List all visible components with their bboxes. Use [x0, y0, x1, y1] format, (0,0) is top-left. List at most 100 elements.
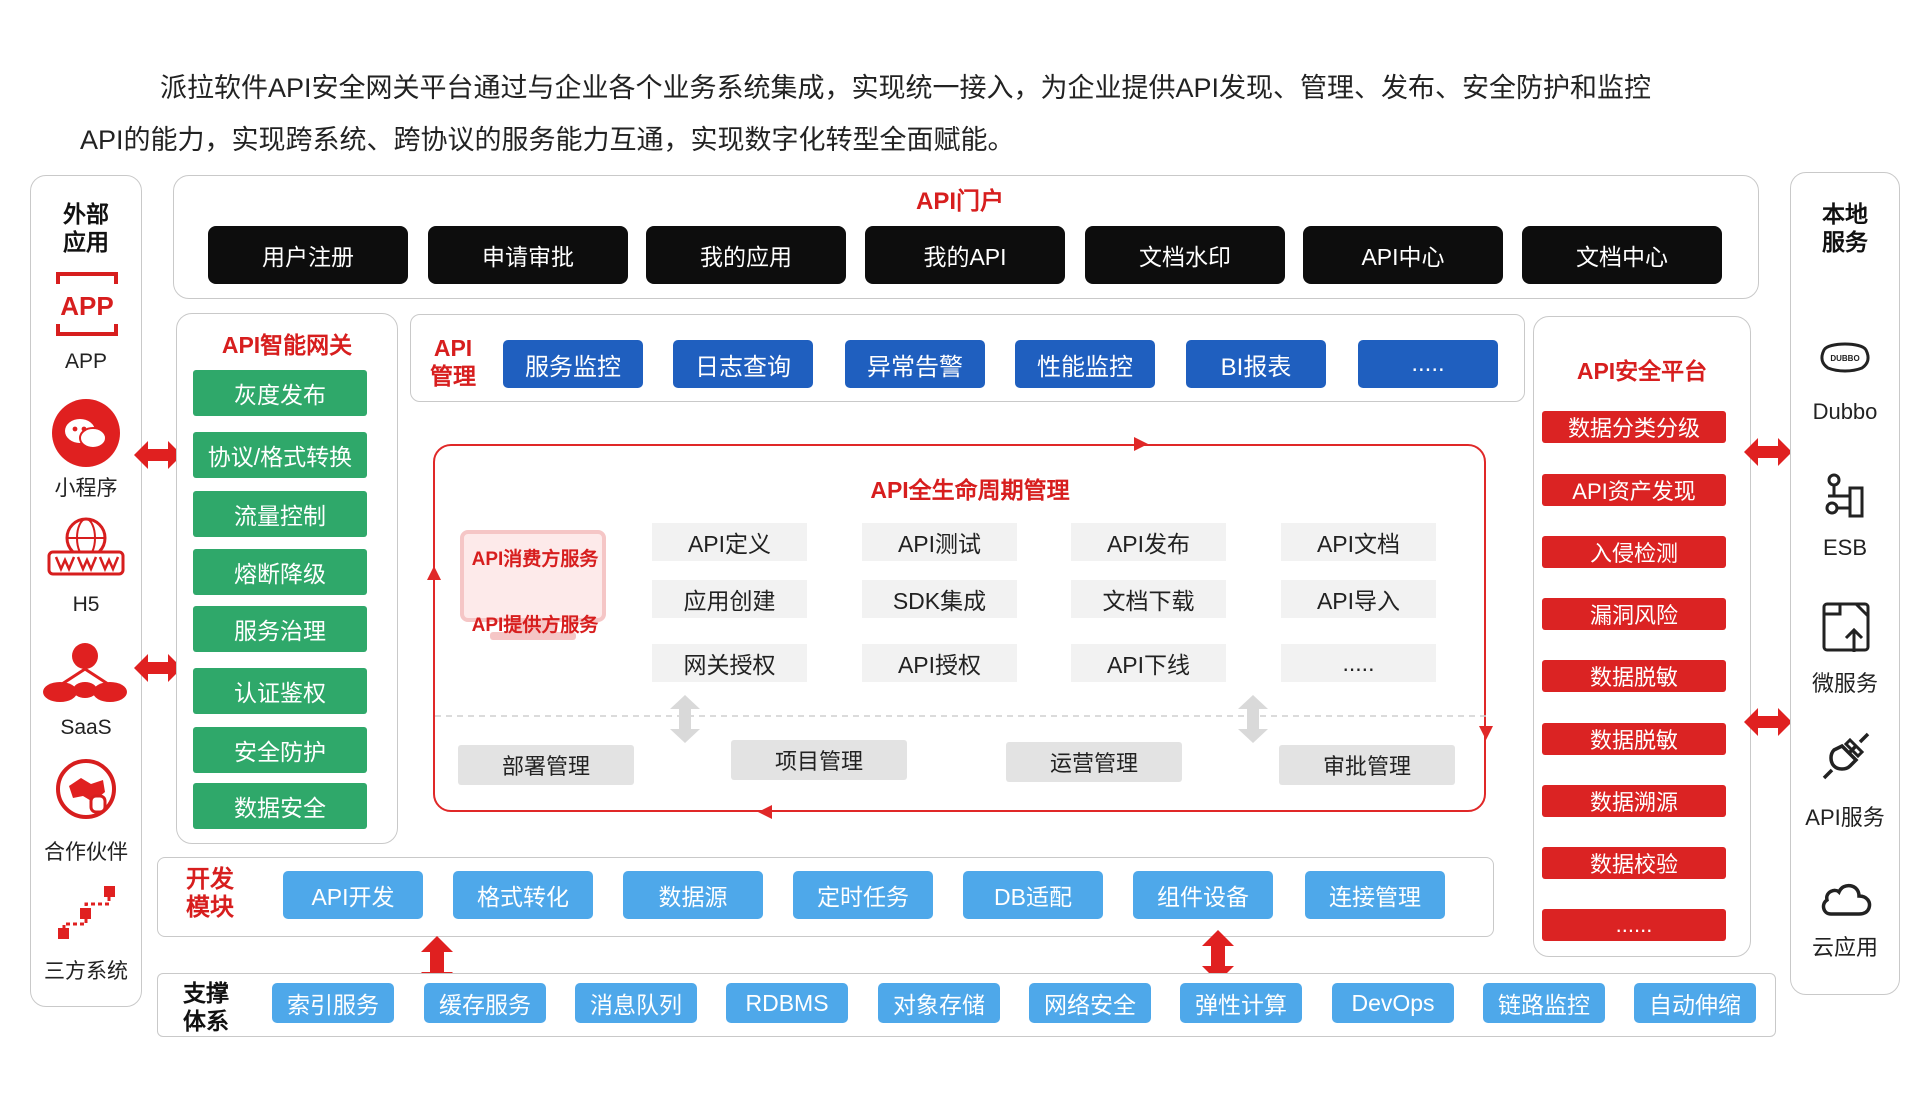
gateway-item-auth[interactable]: 认证鉴权: [193, 668, 367, 714]
lifecycle-api-auth[interactable]: API授权: [862, 644, 1017, 682]
lifecycle-sdk-integrate[interactable]: SDK集成: [862, 580, 1017, 618]
external-item-h5: H5: [72, 593, 100, 616]
security-item-data-masking-2[interactable]: 数据脱敏: [1542, 723, 1726, 755]
local-item-cloud-app: 云应用: [1811, 935, 1878, 960]
security-item-data-masking-1[interactable]: 数据脱敏: [1542, 660, 1726, 692]
lifecycle-api-offline[interactable]: API下线: [1071, 644, 1226, 682]
support-button-cache[interactable]: 缓存服务: [424, 983, 546, 1023]
portal-button-my-apps[interactable]: 我的应用: [646, 226, 846, 284]
lifecycle-app-create[interactable]: 应用创建: [652, 580, 807, 618]
external-item-app: APP: [64, 350, 108, 373]
support-button-index[interactable]: 索引服务: [272, 983, 394, 1023]
support-button-trace-monitor[interactable]: 链路监控: [1483, 983, 1605, 1023]
management-button-exception-alert[interactable]: 异常告警: [845, 340, 985, 388]
security-item-vulnerability[interactable]: 漏洞风险: [1542, 598, 1726, 630]
support-system-title: 支撑体系: [183, 980, 229, 1034]
dev-module-title: 开发模块: [186, 866, 234, 921]
external-item-third-party: 三方系统: [44, 960, 128, 983]
support-button-object-storage[interactable]: 对象存储: [878, 983, 1000, 1023]
consumer-service-label: API消费方服务: [471, 549, 599, 570]
dev-button-connection-manage[interactable]: 连接管理: [1305, 871, 1445, 919]
portal-button-doc-center[interactable]: 文档中心: [1522, 226, 1722, 284]
lifecycle-api-import[interactable]: API导入: [1281, 580, 1436, 618]
portal-button-user-register[interactable]: 用户注册: [208, 226, 408, 284]
api-security-title: API安全平台: [1576, 358, 1708, 384]
portal-button-my-api[interactable]: 我的API: [865, 226, 1065, 284]
vertical-arrow-right: [1202, 930, 1234, 982]
security-item-data-classify[interactable]: 数据分类分级: [1542, 411, 1726, 443]
support-button-elastic-compute[interactable]: 弹性计算: [1180, 983, 1302, 1023]
lifecycle-gateway-auth[interactable]: 网关授权: [652, 644, 807, 682]
h5-globe-icon: [46, 512, 126, 578]
intro-text: 派拉软件API安全网关平台通过与企业各个业务系统集成，实现统一接入，为企业提供A…: [80, 62, 1840, 166]
dev-button-scheduled-task[interactable]: 定时任务: [793, 871, 933, 919]
security-item-more[interactable]: ......: [1542, 909, 1726, 941]
security-item-data-tracing[interactable]: 数据溯源: [1542, 785, 1726, 817]
security-item-intrusion-detect[interactable]: 入侵检测: [1542, 536, 1726, 568]
dev-button-db-adapt[interactable]: DB适配: [963, 871, 1103, 919]
api-portal-title: API门户: [915, 188, 1004, 215]
security-item-asset-discovery[interactable]: API资产发现: [1542, 474, 1726, 506]
portal-button-doc-watermark[interactable]: 文档水印: [1085, 226, 1285, 284]
saas-icon: [42, 638, 128, 704]
local-item-api-service: API服务: [1805, 805, 1885, 830]
monitor-icon: [460, 530, 606, 640]
lifecycle-project-manage[interactable]: 项目管理: [731, 740, 907, 780]
mini-program-icon: [51, 398, 121, 468]
lifecycle-arrows: [427, 437, 1493, 819]
lifecycle-more[interactable]: .....: [1281, 644, 1436, 682]
external-apps-panel: [30, 175, 142, 1007]
lifecycle-api-publish[interactable]: API发布: [1071, 523, 1226, 561]
dev-button-component-device[interactable]: 组件设备: [1133, 871, 1273, 919]
management-button-bi-report[interactable]: BI报表: [1186, 340, 1326, 388]
external-item-mini-program: 小程序: [54, 477, 118, 500]
lifecycle-api-doc[interactable]: API文档: [1281, 523, 1436, 561]
lifecycle-gray-arrow-right: [1238, 695, 1268, 743]
gateway-item-service-governance[interactable]: 服务治理: [193, 606, 367, 652]
lifecycle-doc-download[interactable]: 文档下载: [1071, 580, 1226, 618]
management-button-service-monitor[interactable]: 服务监控: [503, 340, 643, 388]
external-apps-title: 外部应用: [63, 201, 109, 255]
right-double-arrow-bottom: [1744, 708, 1792, 736]
gateway-item-flow-control[interactable]: 流量控制: [193, 491, 367, 537]
local-item-microservice: 微服务: [1811, 671, 1878, 696]
management-button-log-query[interactable]: 日志查询: [673, 340, 813, 388]
gateway-item-security-protection[interactable]: 安全防护: [193, 727, 367, 773]
lifecycle-approval-manage[interactable]: 审批管理: [1279, 745, 1455, 785]
gateway-item-circuit-break[interactable]: 熔断降级: [193, 549, 367, 595]
support-button-rdbms[interactable]: RDBMS: [726, 983, 848, 1023]
management-button-performance-monitor[interactable]: 性能监控: [1015, 340, 1155, 388]
dubbo-logo-text: DUBBO: [1830, 354, 1859, 363]
gateway-item-gray-release[interactable]: 灰度发布: [193, 370, 367, 416]
local-item-dubbo: Dubbo: [1812, 399, 1878, 424]
support-button-message-queue[interactable]: 消息队列: [575, 983, 697, 1023]
dev-button-api-dev[interactable]: API开发: [283, 871, 423, 919]
security-item-data-verify[interactable]: 数据校验: [1542, 847, 1726, 879]
portal-button-apply-approve[interactable]: 申请审批: [428, 226, 628, 284]
lifecycle-operation-manage[interactable]: 运营管理: [1006, 742, 1182, 782]
gateway-item-data-security[interactable]: 数据安全: [193, 783, 367, 829]
app-icon: APP: [52, 270, 122, 340]
lifecycle-api-define[interactable]: API定义: [652, 523, 807, 561]
support-button-auto-scale[interactable]: 自动伸缩: [1634, 983, 1756, 1023]
microservice-icon: [1822, 602, 1870, 652]
dev-button-format-convert[interactable]: 格式转化: [453, 871, 593, 919]
cloud-app-icon: [1821, 883, 1872, 916]
left-double-arrow-top: [134, 441, 182, 469]
gateway-item-protocol-convert[interactable]: 协议/格式转换: [193, 432, 367, 478]
external-item-saas: SaaS: [60, 716, 112, 739]
management-button-more[interactable]: .....: [1358, 340, 1498, 388]
portal-button-api-center[interactable]: API中心: [1303, 226, 1503, 284]
lifecycle-api-test[interactable]: API测试: [862, 523, 1017, 561]
right-double-arrow-top: [1744, 438, 1792, 466]
esb-icon: [1825, 473, 1864, 518]
support-button-devops[interactable]: DevOps: [1332, 983, 1454, 1023]
support-button-network-security[interactable]: 网络安全: [1029, 983, 1151, 1023]
intro-line-2: API的能力，实现跨系统、跨协议的服务能力互通，实现数字化转型全面赋能。: [80, 125, 1015, 155]
dev-button-datasource[interactable]: 数据源: [623, 871, 763, 919]
lifecycle-deploy-manage[interactable]: 部署管理: [458, 745, 634, 785]
dubbo-icon: DUBBO: [1820, 342, 1870, 373]
local-services-title: 本地服务: [1822, 201, 1868, 255]
lifecycle-title: API全生命周期管理: [870, 477, 1070, 503]
